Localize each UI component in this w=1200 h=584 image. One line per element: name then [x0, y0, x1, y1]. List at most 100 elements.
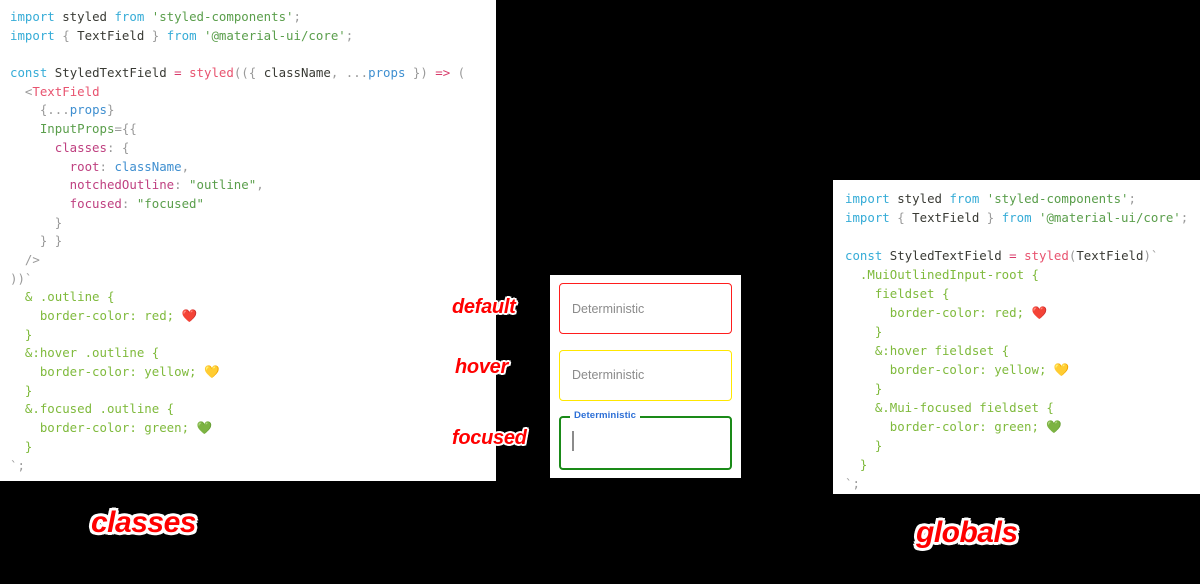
code-line: import { TextField } from '@material-ui/… [845, 208, 1188, 227]
code-line: `; [10, 457, 486, 476]
code-token: InputProps [10, 121, 115, 137]
code-line: .MuiOutlinedInput-root { [845, 265, 1188, 284]
code-token: } [144, 27, 167, 43]
textfield-default-value: Deterministic [572, 301, 645, 316]
code-line: } [845, 436, 1188, 455]
code-token: { [889, 210, 913, 225]
code-token: styled [54, 9, 115, 24]
code-token: , [181, 158, 190, 174]
code-token: {... [10, 102, 70, 118]
code-token: 💛 [1053, 362, 1070, 377]
code-line: border-color: green; 💚 [845, 417, 1188, 436]
code-token: StyledTextField [47, 65, 175, 81]
code-line: notchedOutline: "outline", [10, 176, 486, 195]
code-line: &.Mui-focused fieldset { [845, 398, 1188, 417]
code-token: `; [10, 457, 25, 473]
code-token: TextField [32, 83, 100, 99]
textfield-focused-label: Deterministic [570, 410, 641, 422]
code-line: &:hover fieldset { [845, 341, 1188, 360]
code-token: &:hover fieldset { [845, 343, 1010, 358]
code-token: &.Mui-focused fieldset { [845, 400, 1054, 415]
code-token: 'styled-components' [986, 191, 1129, 206]
code-token: const [845, 248, 883, 263]
code-line: fieldset { [845, 284, 1188, 303]
globals-code-panel: import styled from 'styled-components';i… [833, 180, 1200, 494]
code-token: props [69, 102, 107, 118]
code-token: : [174, 177, 190, 193]
code-token: className [114, 158, 182, 174]
code-token: from [949, 191, 980, 206]
code-line: import styled from 'styled-components'; [10, 8, 486, 27]
text-caret [572, 431, 574, 451]
code-token: ={{ [114, 121, 137, 137]
code-token: & .outline { [10, 289, 115, 305]
code-token: , [256, 177, 264, 193]
code-line: <TextField [10, 83, 486, 102]
code-token: import [845, 191, 890, 206]
code-line: } [10, 214, 486, 233]
code-token: ))` [10, 270, 33, 286]
code-token: border-color: yellow; [10, 364, 204, 380]
code-token [197, 28, 204, 43]
code-token: styled [1024, 248, 1069, 263]
code-token: border-color: green; [10, 420, 197, 436]
code-line: const StyledTextField = styled(({ classN… [10, 64, 486, 83]
code-token [1017, 248, 1024, 263]
code-token: props [368, 65, 406, 81]
code-token: focused [10, 195, 122, 211]
code-line: border-color: red; ❤️ [845, 303, 1188, 322]
code-token: `; [845, 476, 860, 491]
code-token: ; [1180, 210, 1189, 225]
code-token: } [979, 210, 1002, 225]
textfield-hover[interactable]: Deterministic [559, 349, 732, 401]
code-token [182, 65, 189, 80]
code-line: const StyledTextField = styled(TextField… [845, 246, 1188, 265]
code-token: import [845, 210, 890, 225]
code-token: .MuiOutlinedInput-root { [845, 267, 1039, 282]
code-token: border-color: green; [845, 419, 1047, 434]
code-token: ; [345, 27, 354, 43]
code-token: } [107, 102, 115, 118]
code-line [10, 45, 486, 64]
code-line: &.focused .outline { [10, 400, 486, 419]
code-token: from [114, 9, 145, 24]
code-line: } [10, 382, 486, 401]
code-token: ( [1068, 248, 1077, 263]
code-line: focused: "focused" [10, 195, 486, 214]
textfield-preview-card: Deterministic Deterministic Deterministi… [550, 275, 741, 478]
code-token: "outline" [189, 177, 257, 193]
code-token: : [121, 195, 137, 211]
code-line: border-color: green; 💚 [10, 419, 486, 438]
code-token: 💚 [196, 420, 213, 436]
code-token: = [174, 65, 182, 81]
code-token: ( [450, 65, 466, 81]
code-token: className [263, 65, 331, 81]
code-line: &:hover .outline { [10, 344, 486, 363]
code-line: import { TextField } from '@material-ui/… [10, 27, 486, 46]
code-token: StyledTextField [882, 248, 1010, 263]
code-token: import [10, 27, 55, 43]
code-token: = [1009, 248, 1017, 263]
code-token: from [166, 27, 197, 43]
code-token: }) [405, 65, 436, 81]
code-token: '@material-ui/core' [204, 27, 346, 43]
textfield-focused[interactable]: Deterministic [559, 410, 732, 470]
code-token: styled [189, 65, 234, 81]
code-token: notchedOutline [10, 177, 175, 193]
code-token: } } [10, 233, 63, 249]
code-token: : [99, 158, 115, 174]
code-line: InputProps={{ [10, 120, 486, 139]
code-line: } [10, 326, 486, 345]
code-token: border-color: red; [10, 308, 182, 323]
annotation-focused: focused [452, 427, 527, 449]
code-token [1032, 210, 1039, 225]
code-token: : { [106, 139, 130, 155]
code-token: border-color: yellow; [845, 362, 1054, 377]
code-token: /> [10, 251, 40, 267]
code-token: => [435, 65, 451, 81]
code-line: root: className, [10, 158, 486, 177]
textfield-default[interactable]: Deterministic [559, 283, 732, 334]
code-line: ))` [10, 270, 486, 289]
code-token: TextField [912, 210, 980, 225]
code-line: } [10, 438, 486, 457]
